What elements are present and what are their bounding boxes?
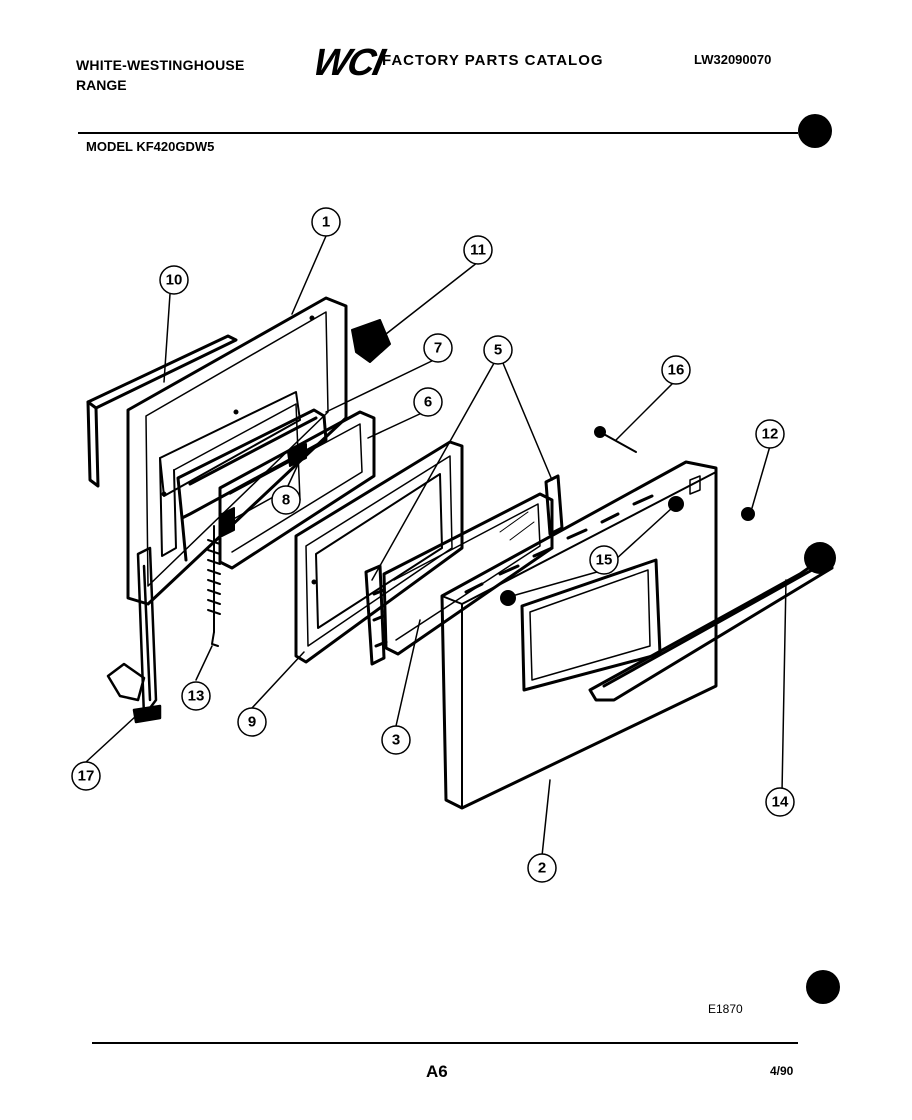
header-rule [78, 132, 798, 134]
part-10-gasket [86, 334, 238, 488]
callout-10: 10 [166, 272, 183, 289]
part-3-outer-glass [382, 492, 554, 656]
callout-9: 9 [248, 714, 256, 731]
part-16-screw [594, 426, 637, 453]
footer-rule [92, 1042, 798, 1044]
callout-2: 2 [538, 860, 546, 877]
part-14-handle [588, 542, 836, 702]
callout-11: 11 [470, 242, 486, 259]
callout-14: 14 [772, 794, 789, 811]
callout-7: 7 [434, 340, 442, 357]
callouts [71, 207, 795, 883]
part-7-window-gasket [176, 408, 328, 562]
callout-16: 16 [668, 362, 685, 379]
callout-6: 6 [424, 394, 432, 411]
part-1-inner-panel [126, 296, 348, 606]
callout-8: 8 [282, 492, 290, 509]
model-label: MODEL KF420GDW5 [86, 139, 215, 154]
callout-3: 3 [392, 732, 400, 749]
diagram-code: E1870 [708, 1002, 743, 1016]
part-17-hinge [106, 546, 162, 724]
page-number: A6 [426, 1062, 448, 1081]
catalog-number: LW32090070 [694, 52, 772, 67]
part-5-hinge-channel [364, 474, 564, 666]
part-12-nut [741, 507, 755, 521]
part-11-clip [351, 319, 391, 363]
leader-lines [85, 235, 787, 857]
punch-hole-bottom [806, 970, 840, 1004]
page-date: 4/90 [770, 1064, 794, 1078]
part-2-outer-door [440, 460, 718, 810]
callout-1: 1 [322, 214, 330, 231]
catalog-title: FACTORY PARTS CATALOG [382, 52, 604, 69]
product-type: RANGE [76, 77, 127, 93]
part-9-door-frame [294, 440, 464, 664]
callout-12: 12 [762, 426, 779, 443]
callout-5: 5 [494, 342, 502, 359]
brand-name: WHITE-WESTINGHOUSE [76, 57, 245, 73]
callout-17: 17 [78, 768, 95, 785]
punch-hole-top [798, 114, 832, 148]
part-13-spring [207, 525, 221, 647]
callout-13: 13 [188, 688, 205, 705]
callout-15: 15 [596, 552, 613, 569]
